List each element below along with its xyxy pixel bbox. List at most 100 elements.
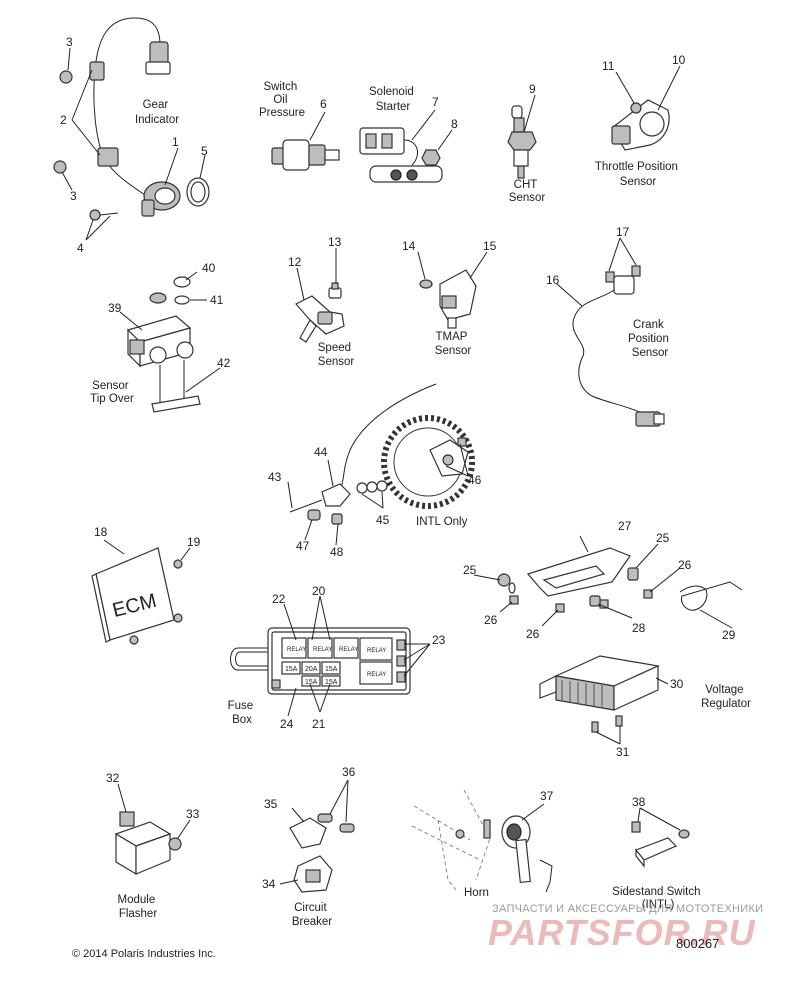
figure-number: 800267 xyxy=(676,936,719,951)
sidestand-switch-part xyxy=(631,821,690,868)
mounting-bracket-group xyxy=(497,547,743,613)
callout-18: 18 xyxy=(94,525,108,539)
callout-12: 12 xyxy=(288,255,302,269)
callout-42: 42 xyxy=(217,356,231,370)
switch-oil-pressure-part xyxy=(271,139,340,171)
fuse-box-part: RELAY RELAY RELAY RELAY RELAY 15A 20A 15… xyxy=(230,627,411,695)
speed-sensor-part xyxy=(295,282,345,343)
label-intl-only: INTL Only xyxy=(416,516,468,528)
sensor-tip-over-part xyxy=(126,276,201,413)
label-voltage-regulator: Voltage Regulator xyxy=(701,684,751,710)
callout-10: 10 xyxy=(672,53,686,67)
callout-16: 16 xyxy=(546,273,560,287)
callout-38: 38 xyxy=(632,795,646,809)
svg-text:RELAY: RELAY xyxy=(287,647,306,653)
callout-17: 17 xyxy=(616,225,630,239)
horn-part xyxy=(411,789,553,893)
callout-45: 45 xyxy=(376,513,390,527)
callout-26: 26 xyxy=(678,558,692,572)
cht-sensor-part xyxy=(507,105,537,179)
callout-5: 5 xyxy=(201,144,208,158)
svg-text:RELAY: RELAY xyxy=(367,672,386,678)
callout-33: 33 xyxy=(186,807,200,821)
label-cht-sensor: CHT Sensor xyxy=(509,179,546,204)
callout-6: 6 xyxy=(320,97,327,111)
callout-28: 28 xyxy=(632,621,646,635)
callout-39: 39 xyxy=(108,301,122,315)
label-throttle-position-sensor: Throttle Position Sensor xyxy=(595,161,681,188)
crank-position-sensor-part xyxy=(572,265,665,427)
svg-text:RELAY: RELAY xyxy=(367,648,386,654)
callout-30: 30 xyxy=(670,677,684,691)
callout-26: 26 xyxy=(526,627,540,641)
relay-labels: RELAY RELAY RELAY RELAY RELAY xyxy=(287,647,386,678)
svg-text:20A: 20A xyxy=(305,666,318,673)
intl-sensor-ring-assembly xyxy=(289,383,475,525)
gear-indicator-assembly xyxy=(53,17,210,221)
callout-25: 25 xyxy=(656,531,670,545)
module-flasher-part xyxy=(114,811,182,876)
callout-29: 29 xyxy=(722,628,736,642)
callout-25: 25 xyxy=(463,563,477,577)
callout-43: 43 xyxy=(268,470,282,484)
throttle-position-sensor-part xyxy=(611,99,670,151)
callout-19: 19 xyxy=(187,535,201,549)
svg-text:RELAY: RELAY xyxy=(313,647,332,653)
callout-37: 37 xyxy=(540,789,554,803)
label-sidestand-switch: Sidestand Switch (INTL) xyxy=(612,886,703,911)
voltage-regulator-part xyxy=(539,655,661,733)
callout-48: 48 xyxy=(330,545,344,559)
label-tmap-sensor: TMAP Sensor xyxy=(435,331,472,357)
callout-8: 8 xyxy=(451,117,458,131)
solenoid-starter-part xyxy=(359,127,443,183)
callout-35: 35 xyxy=(264,797,278,811)
fuse-labels: 15A 20A 15A 15A 15A xyxy=(285,666,338,686)
callout-20: 20 xyxy=(312,584,326,598)
callout-3: 3 xyxy=(70,189,77,203)
svg-text:RELAY: RELAY xyxy=(339,647,358,653)
callout-31: 31 xyxy=(616,745,630,759)
callout-11: 11 xyxy=(602,59,615,73)
label-module-flasher: Module Flasher xyxy=(118,894,159,920)
ecm-part: ECM xyxy=(91,547,183,645)
label-gear-indicator: Gear Indicator xyxy=(135,99,179,126)
label-horn: Horn xyxy=(464,887,489,899)
callout-27: 27 xyxy=(618,519,632,533)
callout-47: 47 xyxy=(296,539,310,553)
label-switch-oil-pressure: Switch Oil Pressure xyxy=(259,81,305,119)
callout-26: 26 xyxy=(484,613,498,627)
callout-44: 44 xyxy=(314,445,328,459)
callout-46: 46 xyxy=(468,473,482,487)
callout-21: 21 xyxy=(312,717,326,731)
callout-4: 4 xyxy=(77,241,84,255)
callout-13: 13 xyxy=(328,235,342,249)
callout-23: 23 xyxy=(432,633,446,647)
watermark-tagline: ЗАПЧАСТИ И АКСЕССУАРЫ ДЛЯ МОТОТЕХНИКИ xyxy=(492,903,763,915)
tmap-sensor-part xyxy=(419,269,477,329)
circuit-breaker-part xyxy=(289,813,355,893)
callout-40: 40 xyxy=(202,261,216,275)
label-fuse-box: Fuse Box xyxy=(228,700,257,726)
watermark-logo: PARTSFOR.RU xyxy=(488,912,756,953)
callout-36: 36 xyxy=(342,765,356,779)
callout-14: 14 xyxy=(402,239,416,253)
label-solenoid-starter: Solenoid Starter xyxy=(369,86,417,113)
svg-text:15A: 15A xyxy=(325,666,338,673)
label-speed-sensor: Speed Sensor xyxy=(318,342,355,368)
callout-3: 3 xyxy=(66,35,73,49)
label-sensor-tip-over: Sensor Tip Over xyxy=(90,380,134,405)
callout-7: 7 xyxy=(432,95,439,109)
callout-9: 9 xyxy=(529,82,536,96)
label-crank-position-sensor: Crank Position Sensor xyxy=(628,319,672,359)
svg-text:15A: 15A xyxy=(305,679,318,686)
callout-24: 24 xyxy=(280,717,294,731)
callout-15: 15 xyxy=(483,239,497,253)
copyright-text: © 2014 Polaris Industries Inc. xyxy=(72,948,216,960)
callout-22: 22 xyxy=(272,592,286,606)
callout-2: 2 xyxy=(60,113,67,127)
callout-34: 34 xyxy=(262,877,276,891)
callout-41: 41 xyxy=(210,293,224,307)
label-circuit-breaker: Circuit Breaker xyxy=(292,902,332,928)
callout-32: 32 xyxy=(106,771,120,785)
